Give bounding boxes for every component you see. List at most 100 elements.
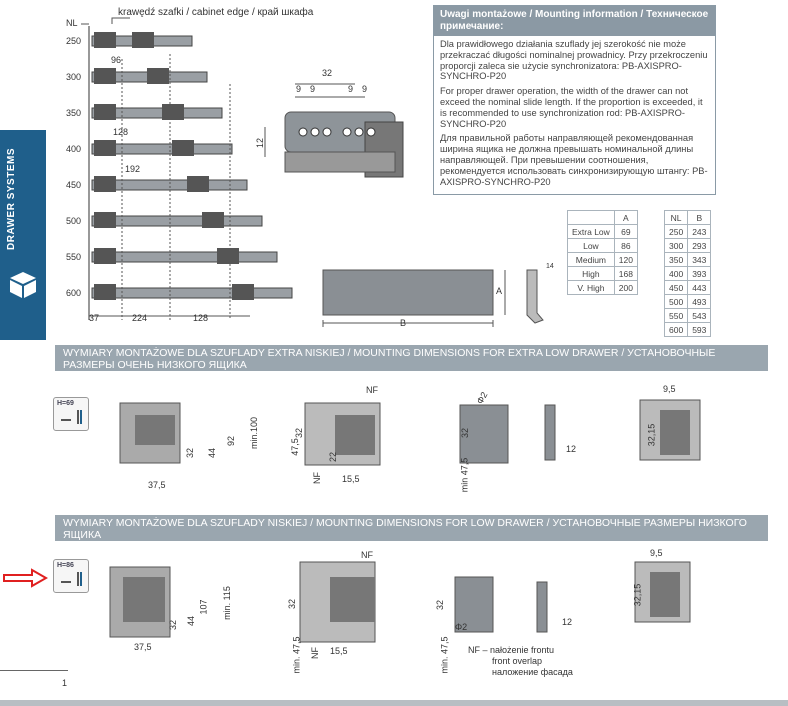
bracket-rear-350 [162, 104, 184, 120]
bracket-rear-550 [217, 248, 239, 264]
table-cell: 69 [613, 224, 638, 239]
offset-128: 128 [113, 127, 129, 137]
s1-dim-b: 32 [185, 447, 196, 459]
table-cell: High [567, 266, 615, 281]
table-cell: Medium [567, 252, 615, 267]
bracket-rear-400 [172, 140, 194, 156]
s2-dim-nf: NF [361, 550, 373, 560]
height-table-header-a: A [613, 210, 638, 225]
s2-dim-i: 15,5 [330, 646, 348, 656]
sync-dim-9a: 9 [296, 84, 302, 94]
bottom-dim-128: 128 [193, 313, 209, 323]
nl-label-300: 300 [66, 72, 82, 82]
note-paragraph-pl: Dla prawidłowego działania szuflady jej … [440, 39, 708, 82]
height-badge-86: H=86 [53, 559, 89, 593]
table-cell: 450 [663, 280, 689, 295]
table-cell: 550 [663, 308, 689, 323]
s1-dim-c: 44 [207, 447, 218, 459]
table-cell: 543 [687, 308, 712, 323]
table-cell: 200 [613, 280, 638, 295]
s2-dim-h: NF [310, 647, 320, 659]
bracket-rear-500 [202, 212, 224, 228]
cabinet-edge-label: krawędź szafki / cabinet edge / край шка… [118, 7, 314, 18]
panel-t-label: 14 [546, 263, 554, 270]
s2-dim-l: min. 47,5 [439, 636, 450, 674]
s1-dim-m: 9,5 [663, 384, 676, 394]
offset-96: 96 [111, 55, 122, 65]
s1-dim-nf: NF [366, 385, 378, 395]
bottom-bar [0, 700, 788, 706]
table-cell: 393 [687, 266, 712, 281]
s2-dim-n: 9,5 [650, 548, 663, 558]
s2-dim-k: Φ2 [455, 622, 468, 632]
s1-dim-a: 37,5 [148, 480, 166, 490]
sync-dim-9b: 9 [310, 84, 316, 94]
table-cell: 600 [663, 322, 689, 337]
s2-dim-j: 32 [435, 599, 446, 611]
synchronizer-diagram [264, 83, 404, 178]
nl-label-450: 450 [66, 180, 82, 190]
bracket-rear-250 [132, 32, 154, 48]
slide-400 [91, 143, 233, 155]
section-band-extra-low: WYMIARY MONTAŻOWE DLA SZUFLADY EXTRA NIS… [55, 345, 768, 371]
s1-dim-n: 32,15 [646, 423, 657, 447]
s2-dim-o: 32,15 [632, 583, 643, 607]
slide-350 [91, 107, 223, 119]
bracket-rear-300 [147, 68, 169, 84]
table-cell: Low [567, 238, 615, 253]
s1-dim-nf2: NF [312, 472, 322, 484]
table-cell: 443 [687, 280, 712, 295]
table-cell: 493 [687, 294, 712, 309]
table-cell: 120 [613, 252, 638, 267]
s2-dim-a: 37,5 [134, 642, 152, 652]
slide-600 [91, 287, 293, 299]
extra-low-mounting-diagram [119, 399, 701, 466]
s1-dim-i: 15,5 [342, 474, 360, 484]
drawer-profile-icon [61, 572, 82, 586]
nl-label-600: 600 [66, 288, 82, 298]
length-table-header-nl: NL [663, 210, 689, 225]
sync-dim-9c: 9 [348, 84, 354, 94]
nl-label-500: 500 [66, 216, 82, 226]
nf-note-ru: наложение фасада [492, 667, 573, 677]
table-cell: 300 [663, 238, 689, 253]
bracket-450 [94, 176, 116, 192]
bracket-rear-450 [187, 176, 209, 192]
height-badge-69: H=69 [53, 397, 89, 431]
note-paragraph-ru: Для правильной работы направляющей реком… [440, 133, 708, 187]
drawer-panel-diagram [322, 269, 544, 327]
s2-dim-f: 32 [287, 598, 298, 610]
table-cell: 343 [687, 252, 712, 267]
s2-dim-e: min. 115 [221, 586, 232, 620]
nl-label-400: 400 [66, 144, 82, 154]
drawer-profile-icon [61, 410, 82, 424]
nl-label-350: 350 [66, 108, 82, 118]
s2-dim-g: min. 47,5 [291, 636, 302, 674]
bracket-300 [94, 68, 116, 84]
bracket-350 [94, 104, 116, 120]
table-cell: 168 [613, 266, 638, 281]
nl-header: NL [66, 18, 78, 28]
nl-label-250: 250 [66, 36, 82, 46]
footer-rule [0, 670, 68, 671]
s1-dim-d: 92 [226, 435, 237, 447]
mounting-info-note: Uwagi montażowe / Mounting information /… [433, 5, 716, 195]
table-cell: 86 [613, 238, 638, 253]
bracket-500 [94, 212, 116, 228]
bottom-dim-224: 224 [132, 313, 148, 323]
drawer-cube-icon [10, 272, 36, 298]
sidebar: DRAWER SYSTEMS [0, 130, 46, 340]
table-cell: Extra Low [567, 224, 615, 239]
s1-dim-h: 22 [328, 451, 339, 463]
